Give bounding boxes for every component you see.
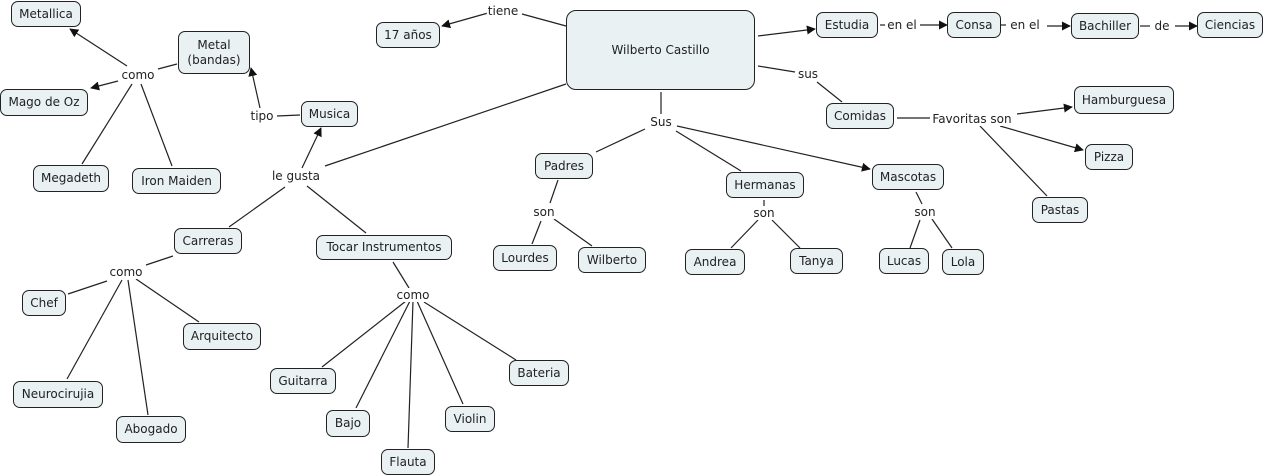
link-tipo: tipo: [249, 109, 275, 123]
edge-legusta-carreras: [228, 186, 286, 228]
concept-abogado[interactable]: Abogado: [116, 416, 186, 443]
edge-legusta-tocar: [306, 185, 367, 234]
concept-estudia[interactable]: Estudia: [816, 12, 878, 38]
concept-andrea[interactable]: Andrea: [685, 249, 745, 275]
concept-pizza[interactable]: Pizza: [1085, 144, 1133, 170]
concept-lola[interactable]: Lola: [942, 249, 984, 275]
edge-padres-son: [549, 179, 559, 204]
edge-como-bajo: [355, 300, 411, 409]
edge-son-andrea: [730, 219, 759, 249]
edge-carreras-como: [145, 255, 174, 266]
concept-wilberto[interactable]: Wilberto: [578, 247, 646, 273]
edge-sus-hermanas: [675, 130, 742, 172]
concept-carreras[interactable]: Carreras: [174, 228, 242, 254]
link-son-mascotas: son: [913, 205, 937, 219]
link-de: de: [1153, 19, 1171, 33]
edge-son-wilberto: [553, 218, 593, 247]
concept-edad[interactable]: 17 años: [376, 22, 440, 48]
edge-sus-comidas: [816, 81, 843, 103]
edge-favoritas-hamburguesa: [1016, 103, 1073, 115]
concept-chef[interactable]: Chef: [22, 290, 66, 316]
concept-tanya[interactable]: Tanya: [790, 248, 843, 274]
edge-legusta-musica: [301, 127, 322, 169]
edge-como-ironmaiden: [140, 83, 173, 167]
edge-como-arquitecto: [135, 278, 200, 323]
edge-son-tanya: [771, 219, 801, 249]
edge-como-neurocirujia: [66, 279, 123, 380]
edge-favoritas-pastas: [979, 125, 1048, 197]
concept-wilberto-castillo[interactable]: Wilberto Castillo: [566, 10, 755, 90]
edge-son-lola: [931, 218, 953, 249]
edge-musica-tipo: [276, 114, 301, 117]
edge-main-sus: [757, 65, 796, 73]
link-en-el-2: en el: [1009, 18, 1041, 32]
concept-metal[interactable]: Metal (bandas): [178, 31, 250, 74]
edge-sus-mascotas: [676, 125, 871, 172]
concept-guitarra[interactable]: Guitarra: [270, 368, 336, 394]
edge-tipo-metal: [248, 67, 261, 109]
link-son-hermanas: son: [752, 206, 776, 220]
concept-arquitecto[interactable]: Arquitecto: [183, 323, 261, 350]
concept-padres[interactable]: Padres: [535, 153, 593, 179]
concept-consa[interactable]: Consa: [947, 12, 1001, 38]
concept-mago-de-oz[interactable]: Mago de Oz: [0, 89, 88, 116]
concept-bachiller[interactable]: Bachiller: [1071, 13, 1139, 39]
edge-son-lourdes: [531, 220, 542, 245]
concept-lucas[interactable]: Lucas: [879, 248, 929, 274]
edge-main-estudia: [757, 25, 816, 37]
link-en-el-1: en el: [886, 18, 918, 32]
edge-como-bateria: [423, 301, 517, 361]
edge-como-chef: [67, 280, 108, 295]
edge-main-tiene: [521, 13, 567, 27]
edge-como-violin: [416, 300, 464, 405]
concept-ciencias[interactable]: Ciencias: [1197, 12, 1263, 38]
edge-tiene-edad: [441, 12, 489, 29]
concept-violin[interactable]: Violin: [445, 406, 495, 432]
concept-iron-maiden[interactable]: Iron Maiden: [132, 168, 221, 194]
concept-hermanas[interactable]: Hermanas: [726, 172, 804, 198]
concept-hamburguesa[interactable]: Hamburguesa: [1074, 86, 1174, 114]
link-favoritas-son: Favoritas son: [931, 112, 1013, 126]
edge-como-flauta: [407, 300, 414, 449]
link-sus-familia: Sus: [649, 115, 673, 129]
link-sus-comidas: sus: [796, 67, 820, 81]
edge-tocar-como: [392, 261, 410, 289]
concept-musica[interactable]: Musica: [301, 101, 358, 127]
edge-sus-padres: [595, 128, 646, 153]
edge-como-megadeth: [81, 83, 133, 165]
concept-lourdes[interactable]: Lourdes: [493, 245, 557, 271]
concept-metallica[interactable]: Metallica: [11, 1, 81, 27]
edge-como-magodeoz: [90, 80, 119, 91]
edge-como-metallica: [69, 28, 128, 67]
link-tiene: tiene: [486, 4, 520, 18]
concept-megadeth[interactable]: Megadeth: [33, 165, 109, 192]
edge-como-guitarra: [321, 300, 407, 368]
concept-neurocirujia[interactable]: Neurocirujia: [13, 381, 103, 408]
link-le-gusta: le gusta: [270, 169, 322, 183]
link-como-instrumentos: como: [395, 288, 431, 302]
concept-mascotas[interactable]: Mascotas: [872, 164, 944, 190]
link-son-padres: son: [532, 205, 556, 219]
edge-mascotas-son: [915, 191, 923, 205]
concept-bajo[interactable]: Bajo: [326, 410, 370, 437]
concept-bateria[interactable]: Bateria: [509, 360, 569, 386]
edge-metal-como: [157, 63, 178, 70]
link-como-metal: como: [120, 68, 156, 82]
edge-main-legusta: [324, 83, 567, 167]
edge-como-abogado: [127, 279, 149, 416]
concept-tocar-instrumentos[interactable]: Tocar Instrumentos: [316, 235, 452, 260]
concept-flauta[interactable]: Flauta: [381, 449, 435, 475]
edge-favoritas-pizza: [999, 125, 1084, 153]
edge-son-lucas: [909, 219, 921, 249]
link-como-carreras: como: [108, 265, 144, 279]
concept-pastas[interactable]: Pastas: [1032, 197, 1088, 223]
concept-comidas[interactable]: Comidas: [826, 103, 894, 129]
